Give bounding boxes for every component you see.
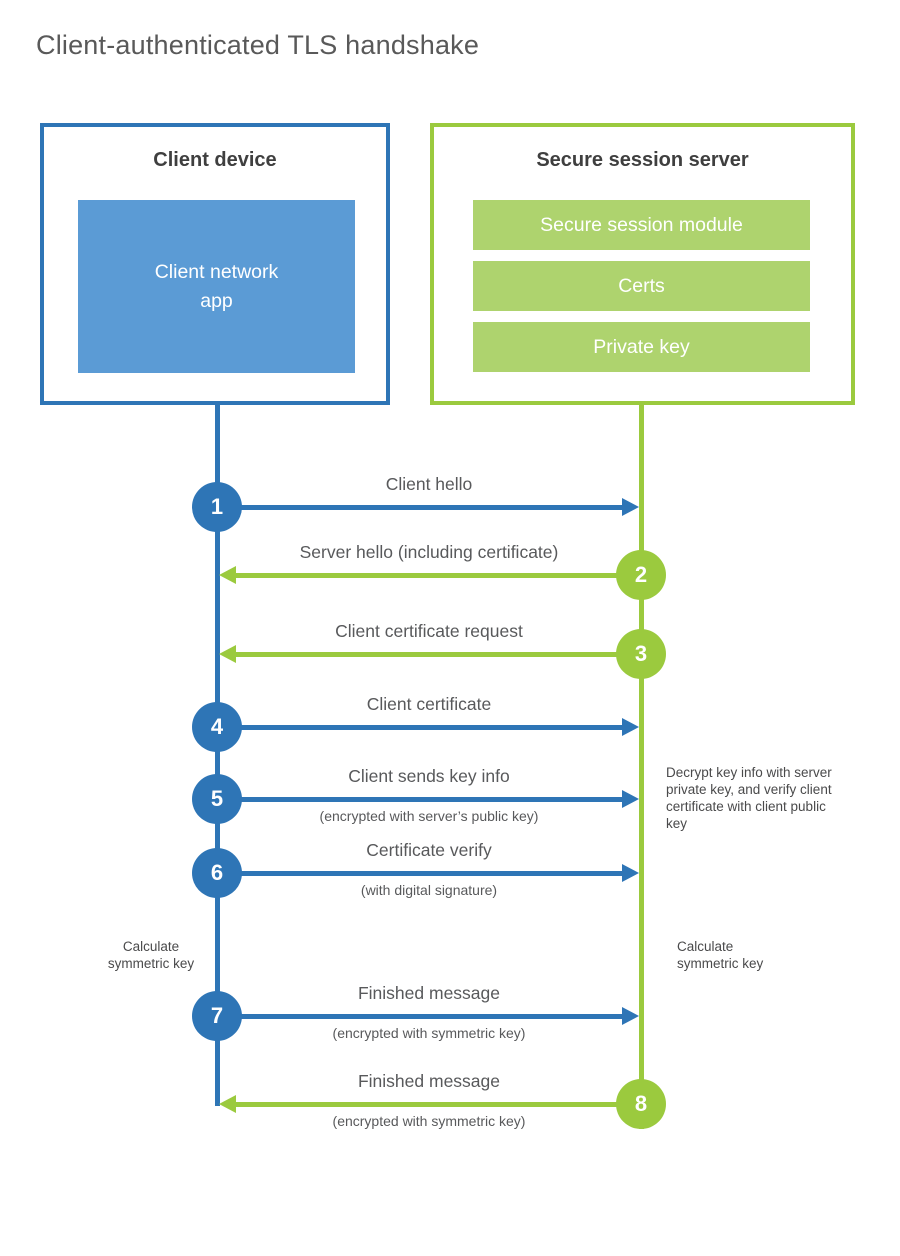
message-label-client-hello: Client hello <box>385 474 473 494</box>
step-circle-4: 4 <box>192 702 242 752</box>
arrowhead-right-icon <box>622 1007 639 1025</box>
message-sublabel-encrypted-symmetric-key: (encrypted with symmetric key) <box>332 1113 526 1129</box>
arrowhead-left-icon <box>219 566 236 584</box>
client-network-app-label: Client network app <box>154 261 279 312</box>
step-circle-8: 8 <box>616 1079 666 1129</box>
client-lifeline <box>215 405 220 1106</box>
secure-session-server-title: Secure session server <box>536 149 749 171</box>
arrow-client-to-server <box>217 1014 622 1019</box>
message-label-client-certificate: Client certificate <box>366 694 492 714</box>
step-circle-5: 5 <box>192 774 242 824</box>
arrowhead-left-icon <box>219 645 236 663</box>
arrowhead-left-icon <box>219 1095 236 1113</box>
server-calculate-symmetric-key-note: Calculate symmetric key <box>677 939 764 971</box>
message-label-finished-server: Finished message <box>357 1071 501 1091</box>
server-lifeline <box>639 405 644 1129</box>
message-sublabel-encrypted-server-key: (encrypted with server’s public key) <box>319 808 539 824</box>
message-label-certificate-verify: Certificate verify <box>366 840 492 860</box>
arrow-client-to-server <box>217 797 622 802</box>
client-network-app-box: Client network app <box>78 200 355 373</box>
message-sublabel-digital-signature: (with digital signature) <box>360 882 498 898</box>
arrow-client-to-server <box>217 725 622 730</box>
arrow-server-to-client <box>235 652 641 657</box>
arrow-client-to-server <box>217 871 622 876</box>
message-sublabel-encrypted-symmetric-key: (encrypted with symmetric key) <box>332 1025 526 1041</box>
arrowhead-right-icon <box>622 790 639 808</box>
page-title: Client-authenticated TLS handshake <box>36 30 480 60</box>
server-module-secure-session: Secure session module <box>473 200 810 250</box>
step-circle-1: 1 <box>192 482 242 532</box>
client-calculate-symmetric-key-note: Calculate symmetric key <box>107 939 195 971</box>
client-device-title: Client device <box>153 149 277 171</box>
arrowhead-right-icon <box>622 718 639 736</box>
arrow-client-to-server <box>217 505 622 510</box>
message-label-client-key-info: Client sends key info <box>348 766 510 786</box>
step-circle-2: 2 <box>616 550 666 600</box>
arrow-server-to-client <box>235 1102 641 1107</box>
message-label-client-cert-request: Client certificate request <box>335 621 523 641</box>
message-label-server-hello: Server hello (including certificate) <box>299 542 559 562</box>
server-module-private-key: Private key <box>473 322 810 372</box>
server-module-certs: Certs <box>473 261 810 311</box>
arrowhead-right-icon <box>622 498 639 516</box>
step-circle-7: 7 <box>192 991 242 1041</box>
server-decrypt-note: Decrypt key info with server private key… <box>666 765 832 831</box>
arrowhead-right-icon <box>622 864 639 882</box>
arrow-server-to-client <box>235 573 641 578</box>
step-circle-3: 3 <box>616 629 666 679</box>
message-label-finished-client: Finished message <box>357 983 501 1003</box>
step-circle-6: 6 <box>192 848 242 898</box>
